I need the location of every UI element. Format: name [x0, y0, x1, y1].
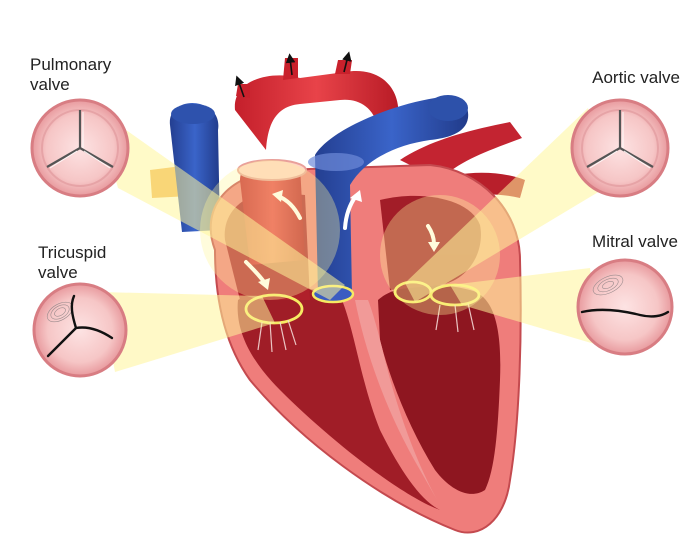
arrow-up-icon — [285, 53, 296, 76]
mitral-valve-disc — [576, 258, 674, 356]
aortic-valve-label: Aortic valve — [592, 68, 680, 87]
mitral-valve-label: Mitral valve — [592, 232, 678, 251]
pulmonary-valve-label: Pulmonary valve — [30, 55, 112, 94]
arrow-up-icon — [235, 75, 245, 98]
right-ventricle — [237, 288, 440, 510]
pulmonary-artery — [315, 96, 469, 295]
beam-pulmonary — [95, 108, 345, 300]
pulmonary-valve-disc — [30, 98, 130, 198]
vessel-arrows — [235, 51, 352, 98]
arrow-up-icon — [342, 51, 352, 73]
flow-arrows — [244, 190, 440, 290]
highlight-beams — [95, 108, 605, 372]
beam-tricuspid — [100, 292, 275, 372]
beam-aortic — [405, 108, 605, 302]
tricuspid-valve-disc — [32, 282, 128, 378]
tricuspid-valve-label: Tricuspid valve — [38, 243, 107, 282]
left-ventricle — [378, 284, 501, 494]
beam-mitral — [450, 268, 598, 345]
aortic-valve-disc — [570, 98, 670, 198]
